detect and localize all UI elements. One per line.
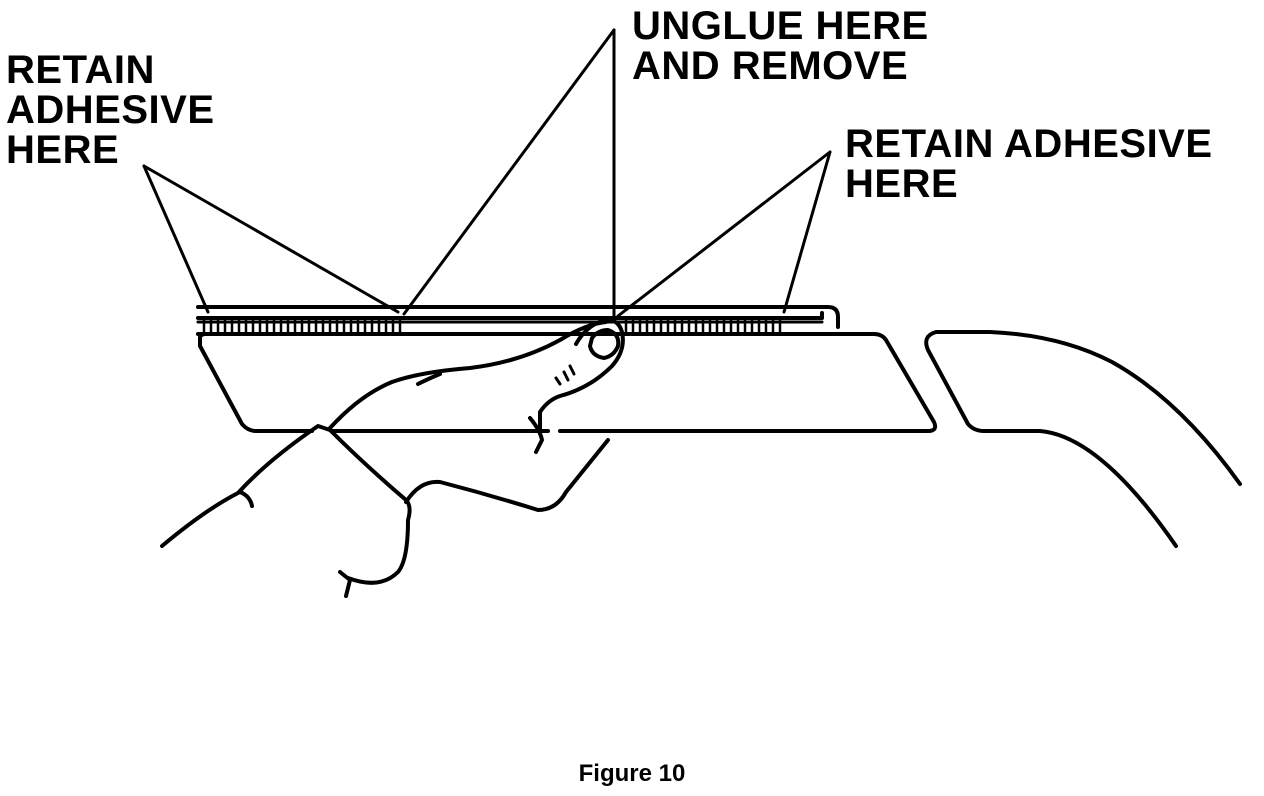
label-line: UNGLUE HERE [632,4,929,48]
figure-caption: Figure 10 [578,760,686,787]
hand-illustration [160,317,625,598]
label-line: AND REMOVE [632,44,909,88]
unglue-here-label: UNGLUE HERE AND REMOVE [632,6,929,86]
label-line: RETAIN ADHESIVE [845,122,1213,166]
retain-adhesive-right-label: RETAIN ADHESIVE HERE [845,124,1213,204]
label-line: RETAIN [6,48,155,92]
label-line: HERE [6,128,120,172]
adhesive-hatch-left [202,320,402,334]
leader-lines [142,28,832,324]
label-line: ADHESIVE [6,88,215,132]
label-line: HERE [845,162,959,206]
adhesive-hatch-right [624,320,782,334]
retain-adhesive-left-label: RETAIN ADHESIVE HERE [6,50,215,170]
trim-panel [198,332,938,433]
door-frame-panel [924,330,1242,548]
